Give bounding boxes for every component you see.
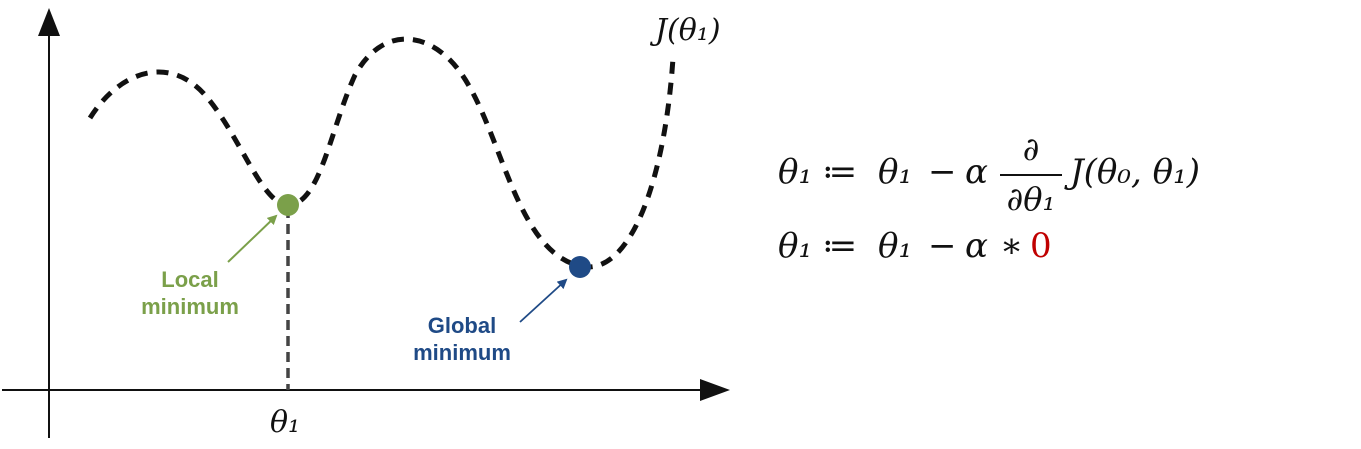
eq2-lhs: θ₁ — [778, 226, 812, 266]
eq2-alpha: α — [965, 226, 988, 266]
axes — [2, 8, 730, 438]
eq2-theta: θ₁ — [878, 226, 912, 266]
cost-curve — [87, 36, 676, 270]
local-minimum-point — [277, 194, 299, 216]
curve-label: J(θ₁) — [649, 13, 721, 48]
y-axis-arrowhead — [38, 8, 60, 36]
global-minimum-label-line1: Global — [428, 313, 496, 338]
eq2-zero: 0 — [1030, 226, 1052, 266]
eq2-times: ∗ — [1000, 226, 1023, 266]
local-minimum-label-line1: Local — [161, 267, 218, 292]
x-axis-theta-label: θ₁ — [270, 405, 300, 440]
local-minimum-label-line2: minimum — [141, 294, 239, 319]
global-minimum-arrow — [519, 278, 568, 323]
eq2-minus: − — [928, 226, 957, 266]
eq1-assign: ≔ — [822, 152, 857, 192]
eq1-lhs: θ₁ — [778, 152, 812, 192]
zero-gradient-equation: θ₁ ≔ θ₁ − α ∗ 0 — [778, 226, 1052, 266]
eq1-minus: − — [928, 152, 957, 192]
eq1-alpha: α — [965, 152, 988, 192]
eq1-denominator: ∂θ₁ — [1007, 180, 1056, 218]
global-minimum-point — [569, 256, 591, 278]
eq1-numerator: ∂ — [1023, 130, 1040, 168]
eq1-function: J(θ₀, θ₁) — [1064, 152, 1200, 192]
local-minimum-arrow — [227, 214, 278, 263]
global-minimum-label-line2: minimum — [413, 340, 511, 365]
update-rule-equation: θ₁ ≔ θ₁ − α ∂ ∂θ₁ J(θ₀, θ₁) — [778, 130, 1200, 218]
eq1-theta: θ₁ — [878, 152, 912, 192]
eq2-assign: ≔ — [822, 226, 857, 266]
x-axis-arrowhead — [700, 379, 730, 401]
